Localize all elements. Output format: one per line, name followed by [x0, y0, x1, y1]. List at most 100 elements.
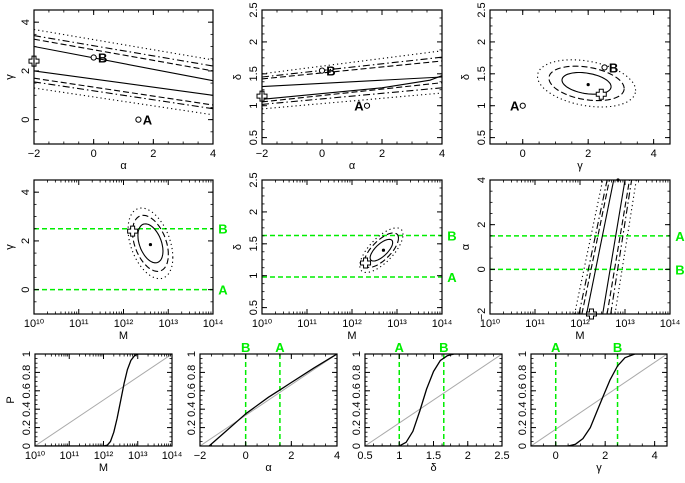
point-label-A: A: [510, 99, 520, 114]
reference-label-B: B: [675, 262, 684, 277]
y-tick-label: 4: [20, 19, 32, 25]
y-tick-label: 0.2: [21, 420, 33, 435]
x-tick-label: 10¹⁴: [203, 318, 224, 330]
x-tick-label: −2: [194, 450, 207, 462]
x-axis-label: α: [265, 462, 272, 474]
best-fit-dot: [148, 242, 153, 247]
x-tick-label: 4: [652, 450, 658, 462]
y-tick-label: 1: [248, 103, 260, 109]
x-tick-label: 10¹²: [342, 318, 362, 330]
x-tick-label: 2: [150, 148, 156, 160]
y-tick-label: 0: [351, 443, 363, 449]
reference-label-B: B: [241, 340, 250, 355]
y-tick-label: 0.4: [517, 402, 529, 417]
confidence-line-dashdot: [34, 35, 213, 67]
y-tick-label: 2.5: [248, 172, 260, 187]
x-axis-label: M: [347, 330, 356, 342]
x-axis-label: γ: [596, 462, 602, 474]
x-tick-label: 10¹³: [128, 450, 148, 462]
reference-label-A: A: [395, 340, 405, 355]
y-tick-label: 0: [20, 117, 32, 123]
reference-label-B: B: [613, 340, 622, 355]
y-tick-label: 0: [476, 266, 488, 272]
best-fit-dot: [586, 83, 590, 87]
y-tick-label: 2: [248, 39, 260, 45]
x-tick-label: 10¹⁴: [432, 318, 453, 330]
x-tick-label: 0: [520, 148, 526, 160]
y-tick-label: 0.2: [517, 420, 529, 435]
uniform-reference-line: [200, 354, 337, 446]
uniform-reference-line: [365, 354, 502, 446]
x-tick-label: 4: [439, 148, 445, 160]
cross-marker: [360, 257, 372, 269]
x-tick-label: 10¹²: [114, 318, 134, 330]
point-label-B: B: [609, 60, 618, 75]
confidence-line-solid: [602, 180, 626, 314]
cumulative-probability-curve: [208, 354, 337, 446]
plot-area: [34, 207, 213, 291]
y-tick-label: 1.5: [476, 66, 488, 81]
x-tick-label: 1.5: [426, 450, 441, 462]
point-marker-B: [90, 54, 97, 61]
point-marker-B: [318, 67, 326, 74]
confidence-line-dashed: [34, 77, 213, 106]
plot-area: [536, 59, 637, 108]
confidence-line-dashdot: [34, 81, 213, 110]
x-axis-label: α: [349, 160, 356, 172]
x-tick-label: 10¹¹: [525, 318, 545, 330]
y-tick-label: 1: [248, 273, 260, 279]
point-label-A: A: [354, 99, 364, 114]
x-tick-label: 10¹⁴: [162, 450, 183, 462]
plot-area: [490, 180, 670, 314]
y-tick-label: 2: [476, 222, 488, 228]
point-marker-A: [363, 102, 371, 109]
y-tick-label: 0.5: [248, 300, 260, 315]
reference-label-A: A: [218, 283, 228, 298]
y-tick-label: 1: [351, 351, 363, 357]
confidence-line-dashed: [34, 38, 213, 72]
y-tick-label: 0.5: [476, 130, 488, 145]
confidence-line-dashed: [262, 82, 442, 103]
confidence-line-dotted: [574, 180, 604, 314]
y-tick-label: 0.6: [186, 383, 198, 398]
x-tick-label: 10¹⁰: [252, 318, 273, 330]
x-tick-label: 10¹¹: [297, 318, 317, 330]
cross-marker: [127, 225, 139, 237]
cumulative-probability-curve: [531, 354, 667, 446]
y-tick-label: 2.5: [476, 2, 488, 17]
x-tick-label: 0: [243, 450, 249, 462]
point-marker-B: [601, 64, 608, 71]
x-axis-label: δ: [430, 462, 436, 474]
x-axis-label: M: [119, 330, 128, 342]
confidence-line-dashed: [581, 180, 610, 314]
panel-frame: [489, 179, 671, 315]
point-marker-A: [519, 102, 526, 109]
confidence-line-dotted: [262, 92, 442, 110]
plot-area: [200, 354, 337, 446]
confidence-contour-solid: [137, 223, 164, 264]
plot-area: [34, 28, 213, 116]
y-axis-label: δ: [232, 74, 244, 80]
y-tick-label: 0.8: [351, 365, 363, 380]
point-label-B: B: [98, 51, 107, 66]
y-tick-label: 1.5: [248, 236, 260, 251]
x-tick-label: 10¹⁴: [660, 318, 681, 330]
plot-area: [35, 354, 172, 446]
y-tick-label: 2: [248, 209, 260, 215]
panel-frame: [33, 9, 214, 145]
y-tick-label: 2: [476, 39, 488, 45]
panel-frame: [364, 353, 503, 447]
confidence-contour-dashed: [548, 65, 625, 102]
panel-frame: [530, 353, 668, 447]
panel-frame: [261, 179, 443, 315]
x-tick-label: 10¹¹: [69, 318, 89, 330]
x-tick-label: 10¹³: [615, 318, 635, 330]
x-tick-label: 2: [465, 450, 471, 462]
y-tick-label: 2: [20, 238, 32, 244]
